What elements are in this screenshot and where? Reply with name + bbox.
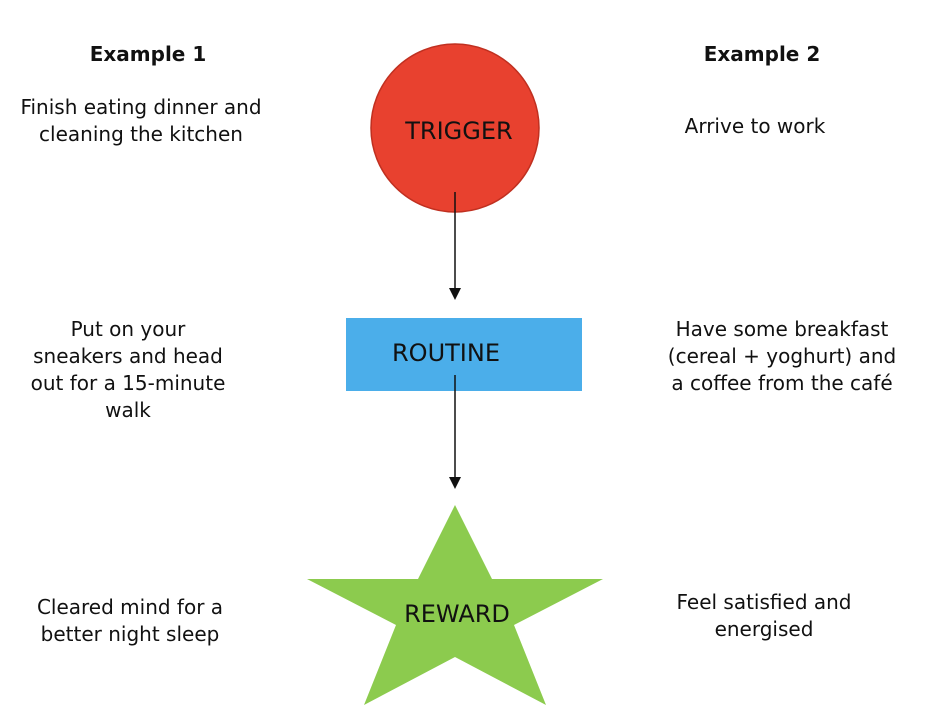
- example2-routine-text: Have some breakfast (cereal + yoghurt) a…: [667, 317, 897, 395]
- routine-box: [346, 318, 582, 391]
- example1-trigger-text: Finish eating dinner and cleaning the ki…: [20, 95, 262, 146]
- example1-routine-text: Put on your sneakers and head out for a …: [30, 317, 226, 422]
- reward-star: [307, 505, 603, 705]
- routine-label: ROUTINE: [392, 339, 500, 367]
- example1-heading: Example 1: [89, 42, 207, 66]
- reward-label: REWARD: [404, 600, 510, 628]
- trigger-label: TRIGGER: [404, 117, 512, 145]
- example2-reward-text: Feel satisfied and energised: [676, 590, 852, 641]
- example1-reward-text: Cleared mind for a better night sleep: [36, 595, 224, 646]
- example2-heading: Example 2: [703, 42, 821, 66]
- example2-trigger-text: Arrive to work: [684, 114, 826, 138]
